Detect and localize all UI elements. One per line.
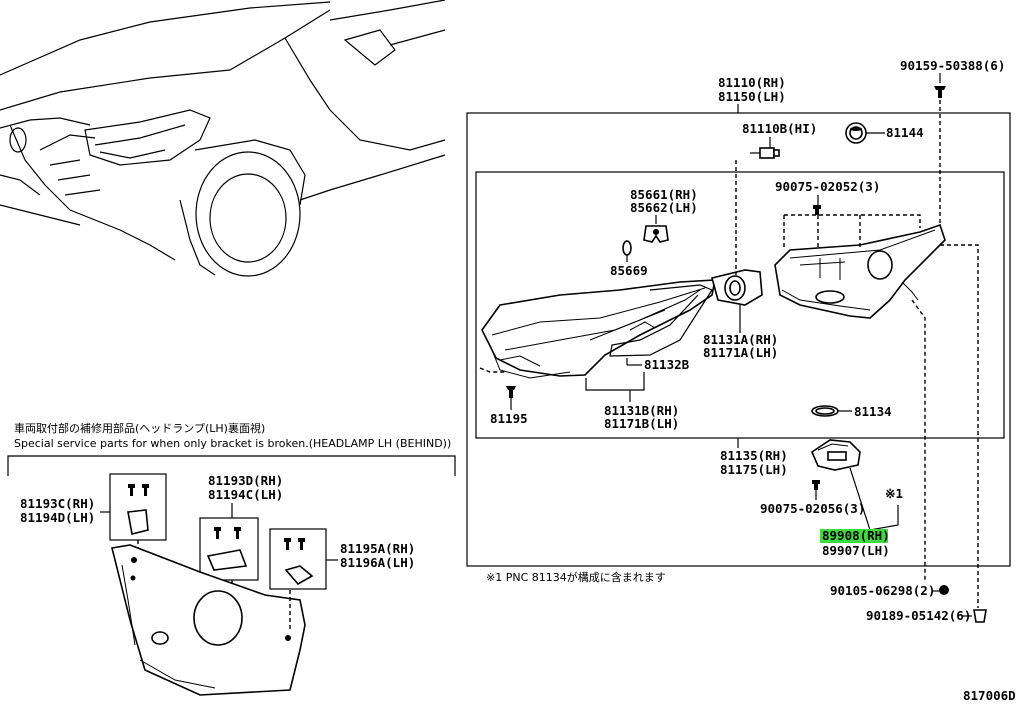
- assembly-inner-frame: [475, 171, 1005, 439]
- nut-90105-icon: [939, 585, 949, 595]
- part-81110[interactable]: 81110(RH): [718, 75, 786, 90]
- kit-81193d-box: [199, 517, 259, 581]
- cap-81144-icon: [845, 122, 867, 144]
- inset-title-jp: 車両取付部の補修用部品(ヘッドランプ(LH)裏面視): [14, 421, 265, 435]
- screw-pair-c-icon: [284, 538, 305, 550]
- part-89908[interactable]: 89908(RH): [822, 528, 890, 543]
- screw-90159-icon: [934, 86, 946, 98]
- part-81135[interactable]: 81135(RH): [720, 448, 788, 463]
- bulb-icon: [750, 147, 780, 159]
- part-90075-02052[interactable]: 90075-02052(3): [775, 179, 880, 194]
- inset-title-en: Special service parts for when only brac…: [14, 437, 451, 450]
- screw-90075b-icon: [812, 480, 820, 490]
- part-81131a[interactable]: 81131A(RH): [703, 332, 778, 347]
- part-81144[interactable]: 81144: [886, 125, 924, 140]
- part-89907[interactable]: 89907(LH): [822, 543, 890, 558]
- bracket-81195a-icon: [284, 565, 314, 586]
- control-module-89908-icon: [811, 439, 861, 471]
- part-81195a[interactable]: 81195A(RH): [340, 541, 415, 556]
- part-81171b[interactable]: 81171B(LH): [604, 416, 679, 431]
- part-81193d[interactable]: 81193D(RH): [208, 473, 283, 488]
- part-81175[interactable]: 81175(LH): [720, 462, 788, 477]
- part-81150[interactable]: 81150(LH): [718, 89, 786, 104]
- screw-81195-icon: [506, 386, 516, 398]
- vehicle-illustration: [0, 0, 446, 277]
- highlight-89908: [820, 529, 888, 543]
- bracket-81193c-icon: [127, 509, 149, 535]
- part-81171a[interactable]: 81171A(LH): [703, 345, 778, 360]
- inset-bracket: [7, 455, 456, 476]
- bracket-81193d-icon: [206, 549, 248, 571]
- part-90159[interactable]: 90159-50388(6): [900, 58, 1005, 73]
- part-81194c[interactable]: 81194C(LH): [208, 487, 283, 502]
- headlamp-lens-icon: [481, 279, 716, 379]
- part-90189[interactable]: 90189-05142(6): [866, 608, 971, 623]
- screw-90075a-icon: [813, 205, 821, 215]
- part-81196a[interactable]: 81196A(LH): [340, 555, 415, 570]
- headlamp-housing-icon: [774, 223, 946, 319]
- footnote: ※1 PNC 81134が構成に含まれます: [486, 570, 666, 584]
- part-90075-02056[interactable]: 90075-02056(3): [760, 501, 865, 516]
- screw-pair-b-icon: [214, 527, 241, 539]
- part-81193c[interactable]: 81193C(RH): [20, 496, 95, 511]
- screw-pair-a-icon: [128, 484, 149, 496]
- trim-81132b-outline: [609, 284, 713, 357]
- headlamp-rear-view-icon: [111, 540, 306, 696]
- part-81132b[interactable]: 81132B: [644, 357, 690, 372]
- part-85669[interactable]: 85669: [610, 263, 648, 278]
- part-90105[interactable]: 90105-06298(2): [830, 583, 935, 598]
- figure-code: 817006D: [963, 688, 1016, 703]
- kit-81195a-box: [269, 528, 327, 590]
- projector-81131a-icon: [711, 269, 763, 306]
- part-81134[interactable]: 81134: [854, 404, 892, 419]
- clip-90189-icon: [973, 609, 987, 623]
- oring-85669-icon: [622, 240, 632, 256]
- bracket-85661-icon: [643, 225, 669, 243]
- part-81194d[interactable]: 81194D(LH): [20, 510, 95, 525]
- part-81110b[interactable]: 81110B(HI): [742, 121, 817, 136]
- note-mark: ※1: [885, 486, 903, 501]
- part-85661[interactable]: 85661(RH): [630, 187, 698, 202]
- part-85662[interactable]: 85662(LH): [630, 200, 698, 215]
- gasket-81134-icon: [811, 405, 839, 417]
- part-81195[interactable]: 81195: [490, 411, 528, 426]
- part-81131b[interactable]: 81131B(RH): [604, 403, 679, 418]
